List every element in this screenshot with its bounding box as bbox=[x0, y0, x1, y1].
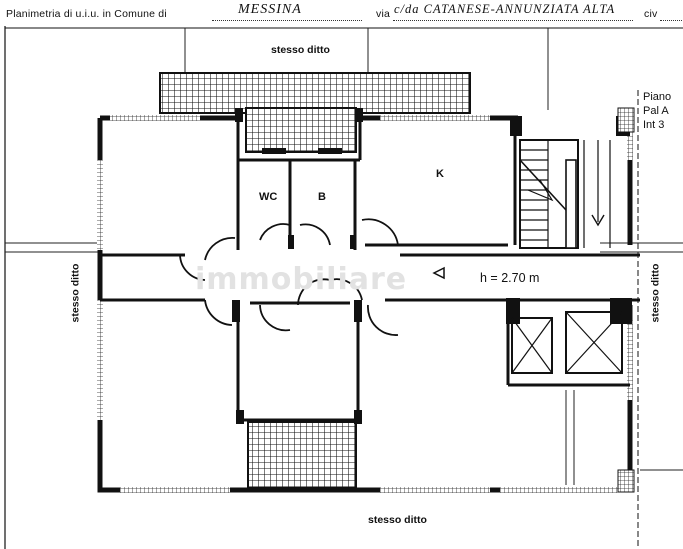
context-lines bbox=[5, 28, 683, 485]
top-balcony bbox=[159, 72, 471, 153]
outer-wall-hatch bbox=[97, 115, 633, 493]
floor-note-pal: Pal A bbox=[643, 105, 669, 117]
ceiling-height: h = 2.70 m bbox=[480, 271, 540, 285]
watermark: immobiliare bbox=[195, 262, 408, 297]
room-label-kitchen: K bbox=[436, 168, 444, 180]
staircase bbox=[519, 139, 611, 249]
header-via-label: via bbox=[376, 8, 391, 20]
floor-note-piano: Piano bbox=[643, 91, 672, 103]
header-dotline-civ bbox=[660, 20, 682, 21]
label-right: stesso ditto bbox=[649, 263, 662, 323]
floor-note-int: Int 3 bbox=[643, 119, 665, 131]
room-label-wc: WC bbox=[259, 191, 278, 203]
corner-blocks bbox=[617, 107, 635, 493]
header-via: c/da CATANESE-ANNUNZIATA ALTA bbox=[394, 2, 616, 16]
elevator-shafts bbox=[511, 311, 623, 374]
header-civ-label: civ bbox=[644, 8, 658, 20]
bottom-balcony bbox=[247, 421, 357, 489]
sheet-frame bbox=[4, 26, 683, 549]
door-swings bbox=[179, 218, 399, 336]
label-bottom: stesso ditto bbox=[368, 514, 427, 526]
header-dotline bbox=[212, 20, 362, 21]
label-left: stesso ditto bbox=[69, 263, 82, 323]
label-top: stesso ditto bbox=[271, 44, 330, 56]
floor-note: Piano Pal A Int 3 bbox=[643, 90, 671, 132]
header-prefix: Planimetria di u.i.u. in Comune di bbox=[6, 8, 167, 20]
entrance-arrow-icon bbox=[432, 266, 445, 280]
outer-walls bbox=[97, 115, 633, 493]
room-label-bathroom: B bbox=[318, 191, 326, 203]
header-dotline-via bbox=[393, 20, 633, 21]
header-comune: MESSINA bbox=[238, 2, 302, 17]
header: Planimetria di u.i.u. in Comune di MESSI… bbox=[0, 0, 683, 24]
